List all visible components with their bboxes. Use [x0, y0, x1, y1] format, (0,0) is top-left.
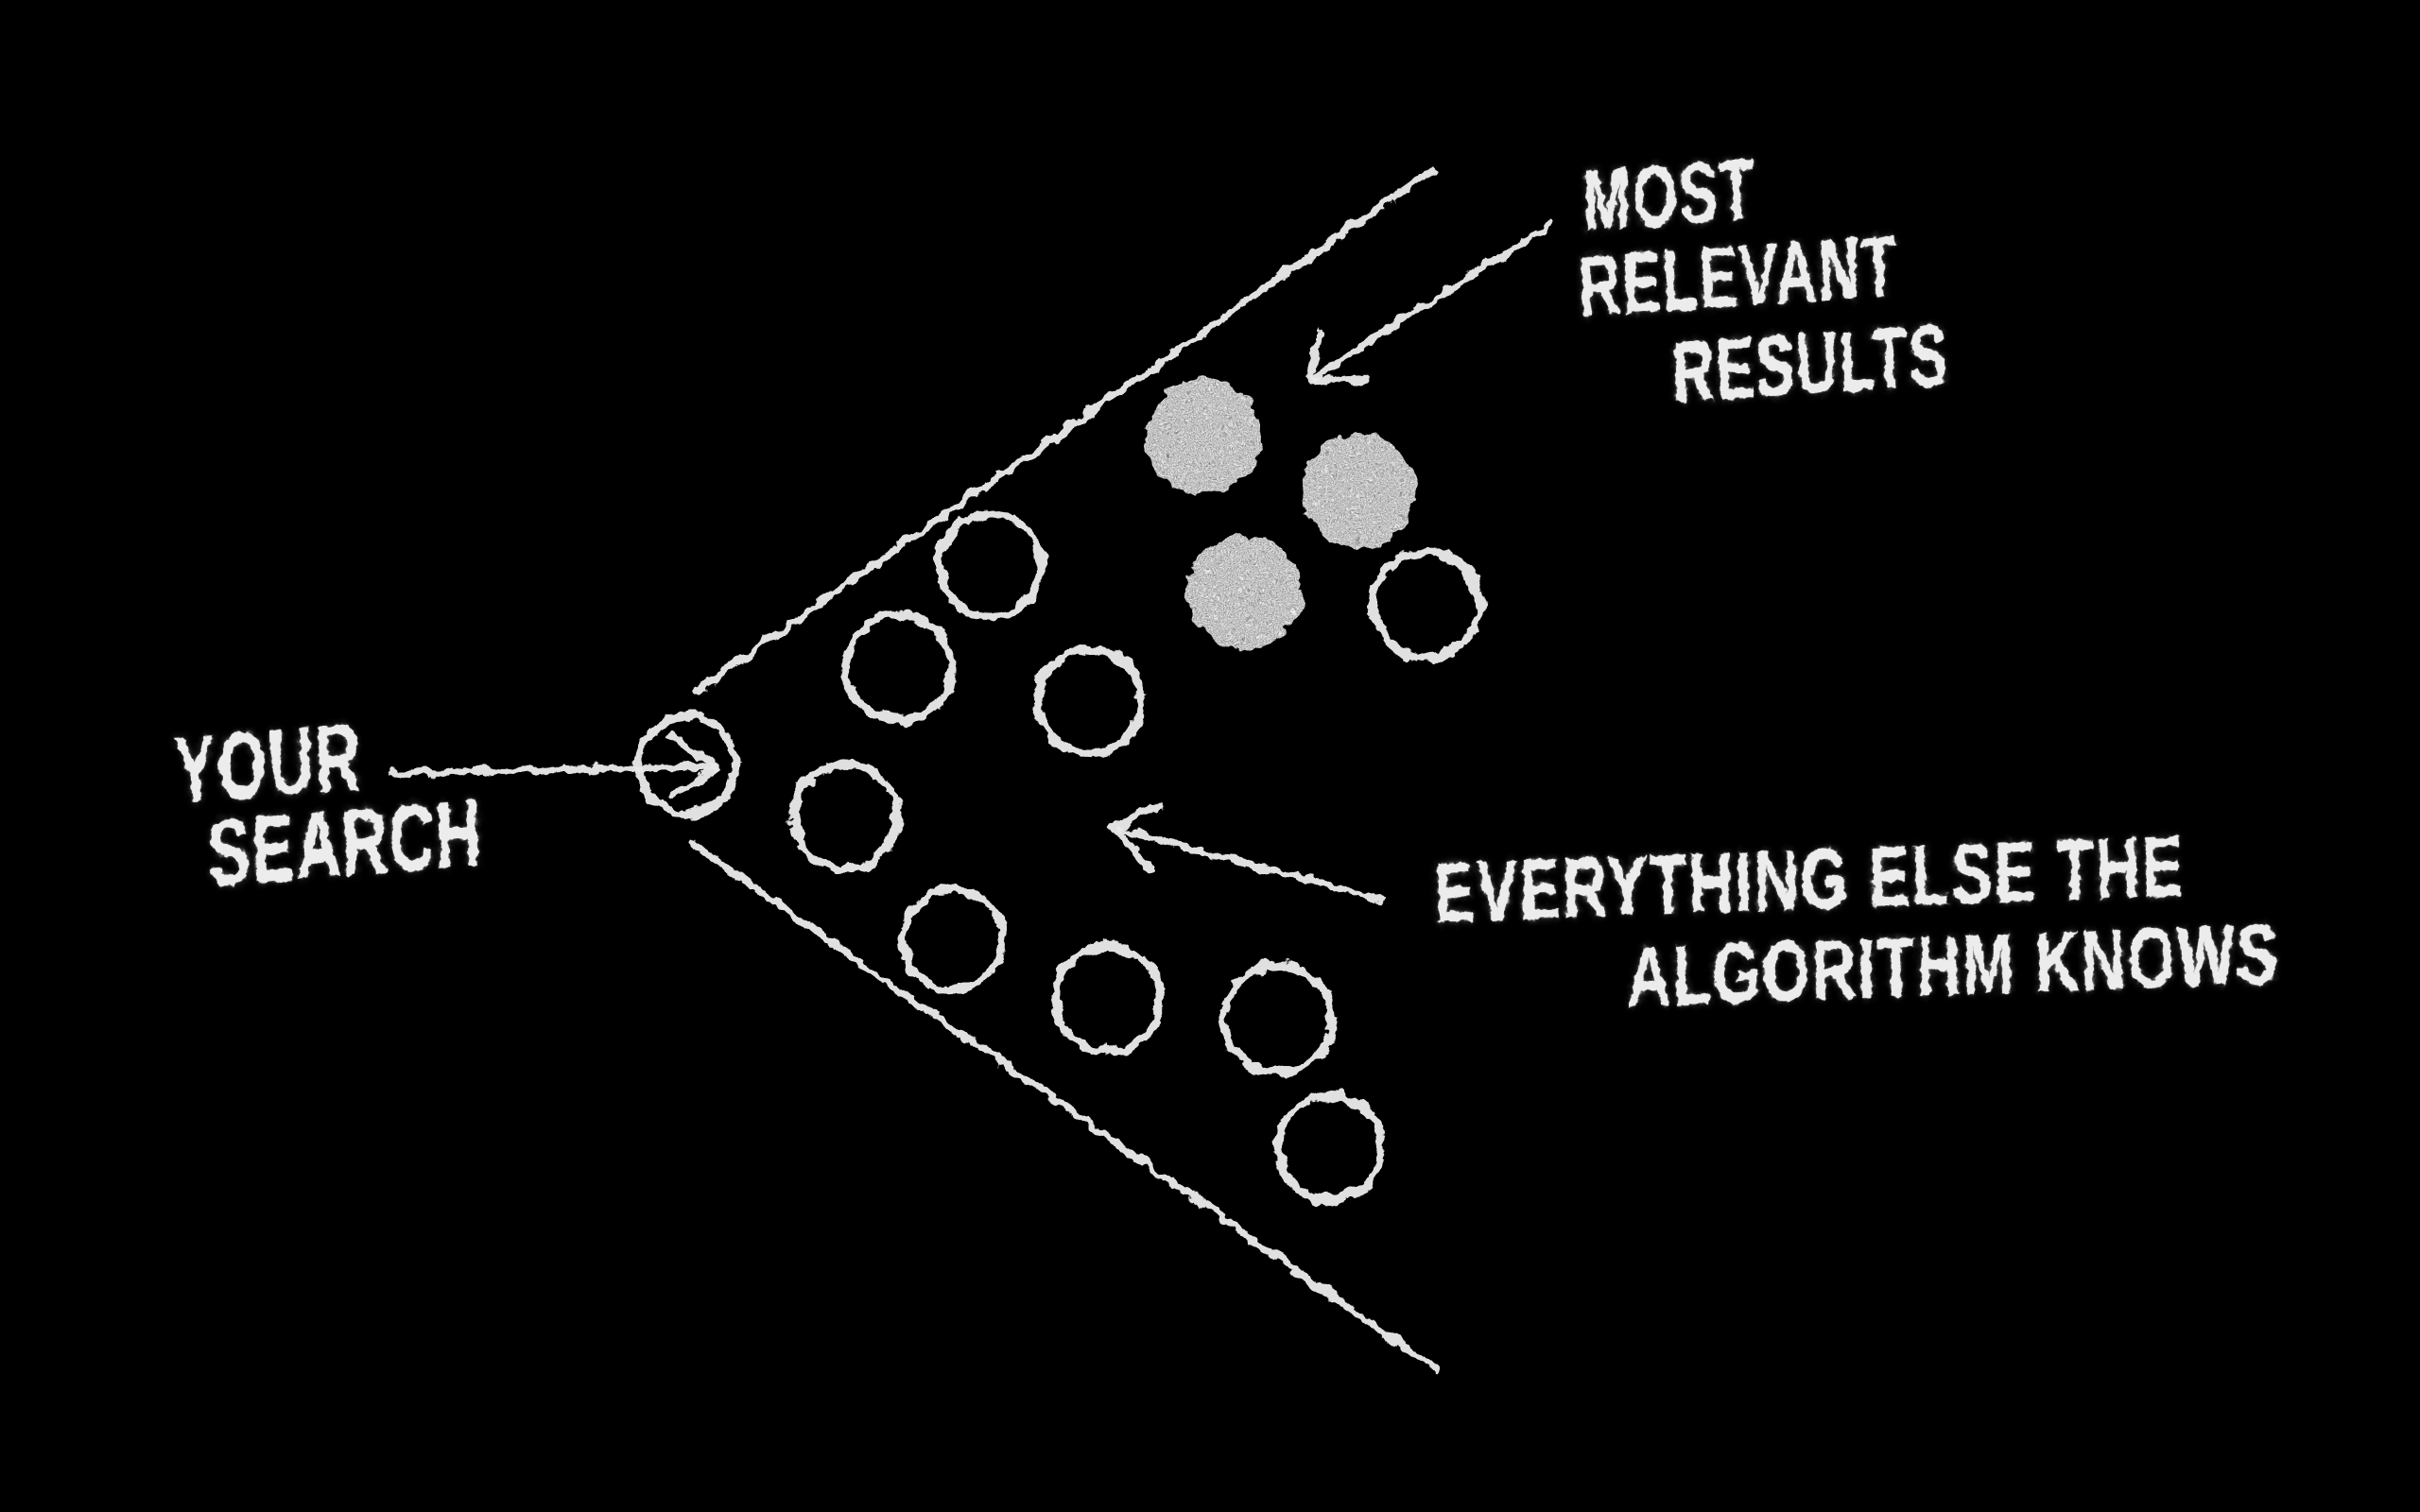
other-result-circle — [1033, 644, 1147, 758]
funnel-lower-line — [689, 840, 1439, 1372]
everything-else-arrow-shaft — [1116, 825, 1386, 903]
other-result-circle — [1219, 960, 1337, 1077]
funnel-upper-line — [691, 164, 1439, 696]
most-relevant-line3: RESULTS — [1670, 306, 1951, 421]
your-search-line2: SEARCH — [206, 779, 485, 907]
most-relevant-arrow-head-icon — [1305, 329, 1372, 385]
other-result-circle — [841, 610, 957, 725]
most-relevant-arrow-shaft — [1310, 220, 1554, 382]
other-result-circle — [1273, 1091, 1387, 1205]
other-result-circle — [898, 885, 1008, 994]
other-result-circle — [1050, 941, 1166, 1057]
label-everything-else-algorithm-knows: EVERYTHING ELSE THE ALGORITHM KNOWS — [1433, 819, 2420, 1025]
label-most-relevant-results: MOST RELEVANT RESULTS — [1578, 142, 2091, 421]
filled-circles-group — [1145, 378, 1416, 650]
everything-else-line2: ALGORITHM KNOWS — [1625, 906, 2281, 1025]
origin-arrowhead-icon — [667, 733, 720, 799]
other-result-circle — [788, 760, 902, 873]
relevant-result-circle — [1187, 535, 1303, 650]
label-your-search: YOUR SEARCH — [173, 703, 623, 907]
everything-else-arrow-head-icon — [1110, 799, 1165, 871]
other-result-circle — [935, 509, 1046, 621]
chalk-strokes-group — [389, 164, 1554, 1372]
search-input-line — [389, 763, 717, 777]
relevant-result-circle — [1145, 378, 1262, 495]
other-result-circle — [1369, 547, 1484, 662]
relevant-result-circle — [1301, 434, 1416, 549]
